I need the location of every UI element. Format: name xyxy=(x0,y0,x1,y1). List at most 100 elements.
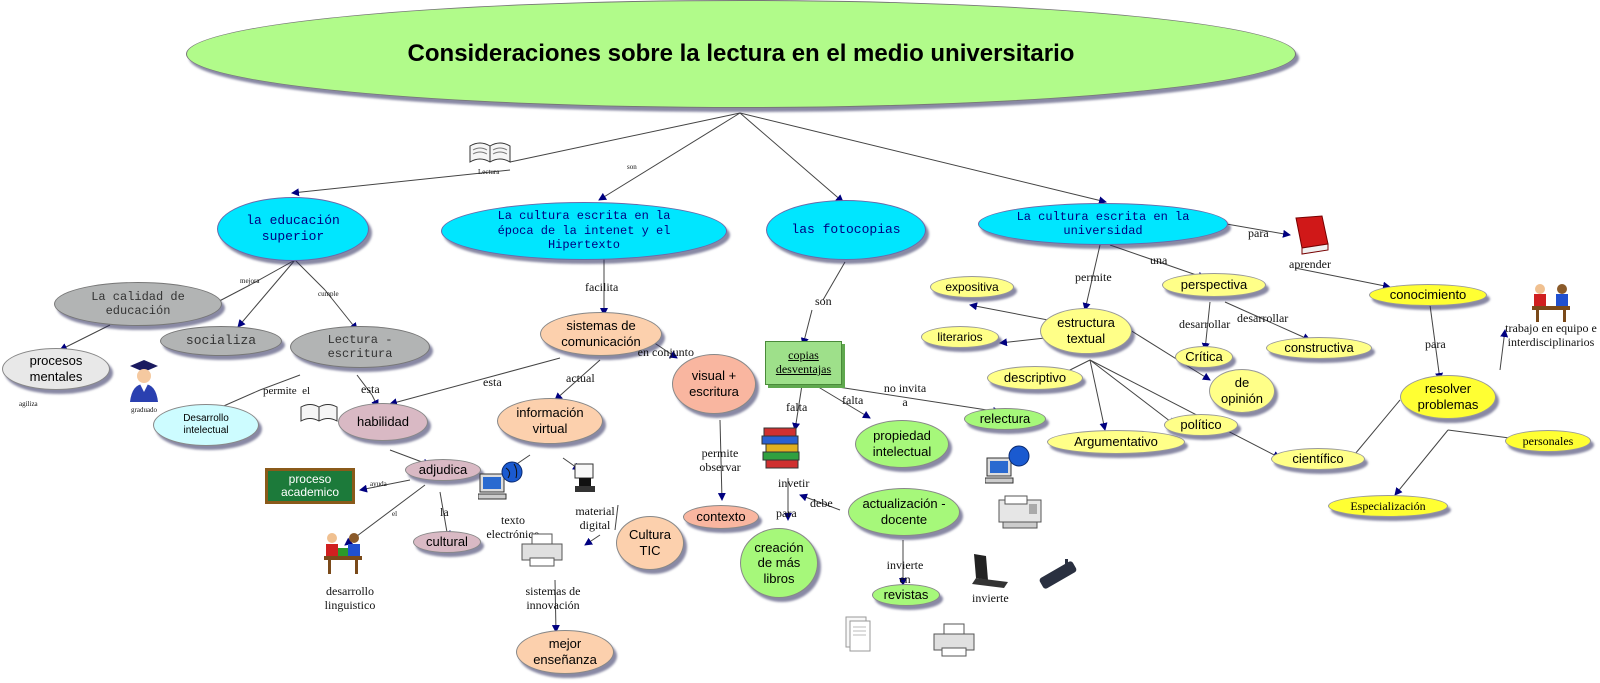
label-texto-electronico: texto electrónico xyxy=(486,513,540,541)
node-label: mejor enseñanza xyxy=(533,636,597,667)
node-relectura[interactable]: relectura xyxy=(964,408,1046,430)
mobile-phone-icon xyxy=(1039,559,1077,589)
node-label: información virtual xyxy=(516,405,584,436)
node-cientifico[interactable]: científico xyxy=(1271,448,1365,470)
node-personales[interactable]: personales xyxy=(1505,430,1591,452)
node-copias-desventajas[interactable]: copias desventajas xyxy=(765,341,842,385)
node-proceso-academico[interactable]: proceso academico xyxy=(265,468,355,504)
node-argumentativo[interactable]: Argumentativo xyxy=(1047,430,1185,454)
node-label: literarios xyxy=(937,329,983,344)
red-book-icon xyxy=(1295,215,1329,255)
node-label: expositiva xyxy=(945,279,999,294)
node-label: proceso academico xyxy=(280,471,340,499)
open-book-icon xyxy=(300,404,338,422)
books-stack-icon xyxy=(761,427,800,469)
laptop-icon xyxy=(972,554,1008,588)
label-permite-el: permite el xyxy=(263,385,311,397)
node-critica[interactable]: Crítica xyxy=(1175,346,1233,368)
node-de-opinion[interactable]: de opinión xyxy=(1209,369,1275,413)
computer-globe-icon xyxy=(478,461,523,500)
label-falta-propiedad: falta xyxy=(842,393,864,407)
printer-icon xyxy=(521,533,563,567)
node-label: la educación superior xyxy=(246,213,340,244)
node-cultural[interactable]: cultural xyxy=(413,531,481,553)
node-cultura-internet[interactable]: La cultura escrita en la época de la int… xyxy=(441,202,727,260)
node-label: Cultura TIC xyxy=(629,527,671,558)
node-fotocopias[interactable]: las fotocopias xyxy=(766,200,926,260)
node-label: resolver problemas xyxy=(1417,381,1479,412)
node-informacion-virtual[interactable]: información virtual xyxy=(497,398,603,444)
node-politico[interactable]: político xyxy=(1164,414,1238,436)
label-invetir: invetir xyxy=(778,476,810,490)
node-especializacion[interactable]: Especialización xyxy=(1328,495,1448,517)
node-label: socializa xyxy=(185,333,257,349)
node-label: La calidad de educación xyxy=(91,289,185,318)
computer-globe-icon xyxy=(985,445,1030,484)
students-table-icon xyxy=(1532,284,1570,322)
projector-icon xyxy=(574,463,595,492)
label-aprender: aprender xyxy=(1289,257,1331,271)
label-invierte-en: invierte en xyxy=(886,558,924,586)
node-propiedad-intelectual[interactable]: propiedad intelectual xyxy=(855,420,949,468)
node-label: revistas xyxy=(883,587,929,603)
label-una: una xyxy=(1150,253,1168,267)
node-constructiva[interactable]: constructiva xyxy=(1266,337,1372,359)
node-sistemas-comunicacion[interactable]: sistemas de comunicación xyxy=(540,312,662,356)
label-son-top: son xyxy=(627,163,637,171)
label-permite-observar: permite observar xyxy=(699,446,741,474)
printer-icon xyxy=(933,623,975,657)
label-invierte: invierte xyxy=(972,591,1009,605)
node-label: Lectura - escritura xyxy=(327,332,393,361)
node-label: Crítica xyxy=(1185,349,1223,365)
label-desarrollar-constructiva: desarrollar xyxy=(1237,311,1289,325)
label-cumple: cumple xyxy=(318,290,339,298)
node-calidad-educacion[interactable]: La calidad de educación xyxy=(54,282,222,326)
label-falta-libros: falta xyxy=(786,400,808,414)
label-sistemas-innovacion: sistemas de innovación xyxy=(525,584,581,612)
label-actual: actual xyxy=(566,371,595,385)
node-label: copias desventajas xyxy=(775,348,832,376)
node-cultura-tic[interactable]: Cultura TIC xyxy=(616,516,684,570)
title-node: Consideraciones sobre la lectura en el m… xyxy=(186,0,1296,108)
node-resolver-problemas[interactable]: resolver problemas xyxy=(1400,375,1496,419)
node-label: constructiva xyxy=(1284,340,1354,356)
node-label: contexto xyxy=(696,509,746,525)
node-label: descriptivo xyxy=(1003,370,1067,386)
label-no-invita-a: no invita a xyxy=(883,381,927,409)
node-visual-escritura[interactable]: visual + escritura xyxy=(672,354,756,414)
node-revistas[interactable]: revistas xyxy=(872,584,940,606)
label-la: la xyxy=(440,505,449,519)
node-actualizacion-docente[interactable]: actualización -docente xyxy=(848,488,960,536)
node-educacion-superior[interactable]: la educación superior xyxy=(217,197,369,261)
graduate-icon xyxy=(130,360,158,402)
node-procesos-mentales[interactable]: procesos mentales xyxy=(2,348,110,390)
label-esta-sistemas: esta xyxy=(483,375,502,389)
node-label: político xyxy=(1180,417,1222,433)
node-estructura-textual[interactable]: estructura textual xyxy=(1040,308,1132,354)
page-title: Consideraciones sobre la lectura en el m… xyxy=(407,39,1075,67)
node-socializa[interactable]: socializa xyxy=(160,326,282,356)
label-debe: debe xyxy=(810,496,833,510)
node-desarrollo-intelectual[interactable]: Desarrollo intelectual xyxy=(153,404,259,446)
node-label: perspectiva xyxy=(1180,277,1248,293)
label-para-libros: para xyxy=(776,506,797,520)
label-facilita: facilita xyxy=(585,280,619,294)
node-mejor-ensenanza[interactable]: mejor enseñanza xyxy=(516,630,614,674)
label-material-digital: material digital xyxy=(575,504,615,532)
node-perspectiva[interactable]: perspectiva xyxy=(1162,273,1266,297)
label-permite: permite xyxy=(1075,270,1112,284)
node-contexto[interactable]: contexto xyxy=(683,505,759,529)
node-adjudica[interactable]: adjudica xyxy=(405,459,481,481)
node-literarios[interactable]: literarios xyxy=(921,326,999,348)
label-el: el xyxy=(392,510,398,518)
node-lectura-escritura[interactable]: Lectura - escritura xyxy=(290,326,430,368)
node-label: científico xyxy=(1292,451,1344,467)
node-habilidad[interactable]: habilidad xyxy=(338,403,428,441)
node-expositiva[interactable]: expositiva xyxy=(930,276,1014,298)
node-cultura-universidad[interactable]: La cultura escrita en la universidad xyxy=(978,203,1228,245)
node-creacion-libros[interactable]: creación de más libros xyxy=(740,528,818,598)
node-label: habilidad xyxy=(356,414,410,430)
node-descriptivo[interactable]: descriptivo xyxy=(987,366,1083,390)
node-conocimiento[interactable]: conocimiento xyxy=(1369,284,1487,306)
